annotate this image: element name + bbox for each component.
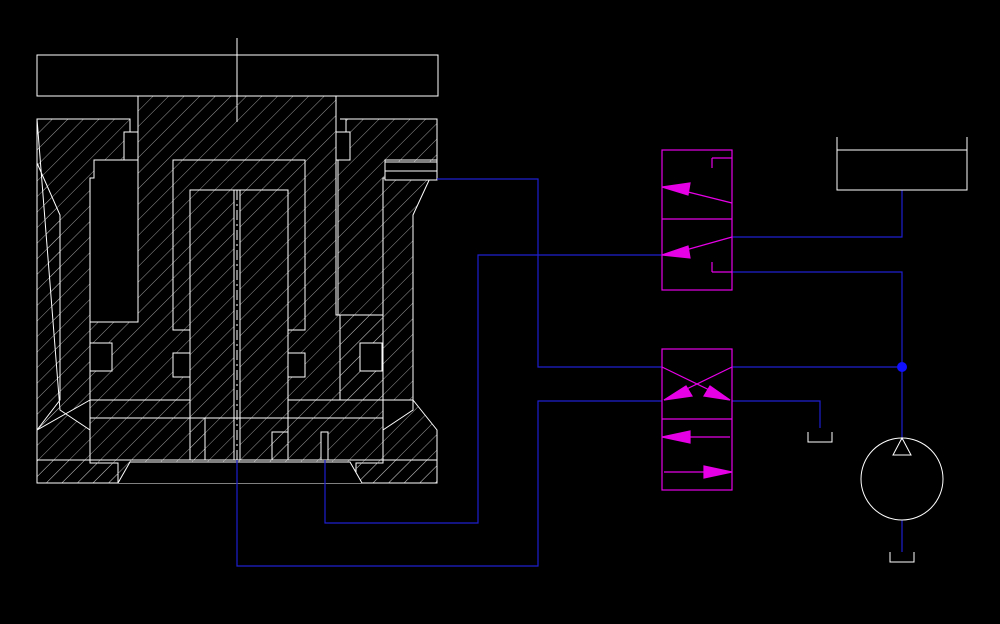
tank-symbol-valve bbox=[807, 432, 833, 443]
hydraulic-pump bbox=[860, 436, 944, 521]
line-valve-b-to-plunger bbox=[236, 400, 662, 567]
lower-port bbox=[320, 431, 329, 461]
seal-top-right bbox=[335, 131, 351, 161]
hydraulic-lines bbox=[236, 178, 903, 567]
directional-valve-lower bbox=[661, 348, 733, 491]
line-reservoir bbox=[732, 190, 903, 238]
seal-inner-left bbox=[172, 352, 191, 378]
seal-mid-right bbox=[359, 342, 383, 372]
directional-valve-upper bbox=[661, 149, 733, 291]
lower-ring bbox=[89, 399, 206, 461]
base-recess bbox=[117, 461, 363, 484]
junction-dot bbox=[897, 362, 907, 372]
tank-symbol-pump bbox=[889, 552, 915, 563]
press-cylinder-section bbox=[36, 38, 439, 484]
oil-reservoir bbox=[836, 137, 968, 191]
line-pressure bbox=[732, 271, 903, 440]
line-valve-a-to-cylinder bbox=[324, 254, 662, 524]
line-lower-valve-tank bbox=[732, 400, 821, 428]
seal-top-left bbox=[123, 131, 139, 161]
seal-mid-left bbox=[89, 342, 113, 372]
pump-arrow bbox=[892, 436, 912, 456]
plunger-left bbox=[189, 189, 235, 461]
seal-inner-right bbox=[287, 352, 306, 378]
plunger-right bbox=[239, 189, 289, 461]
line-upper-port bbox=[437, 178, 662, 368]
